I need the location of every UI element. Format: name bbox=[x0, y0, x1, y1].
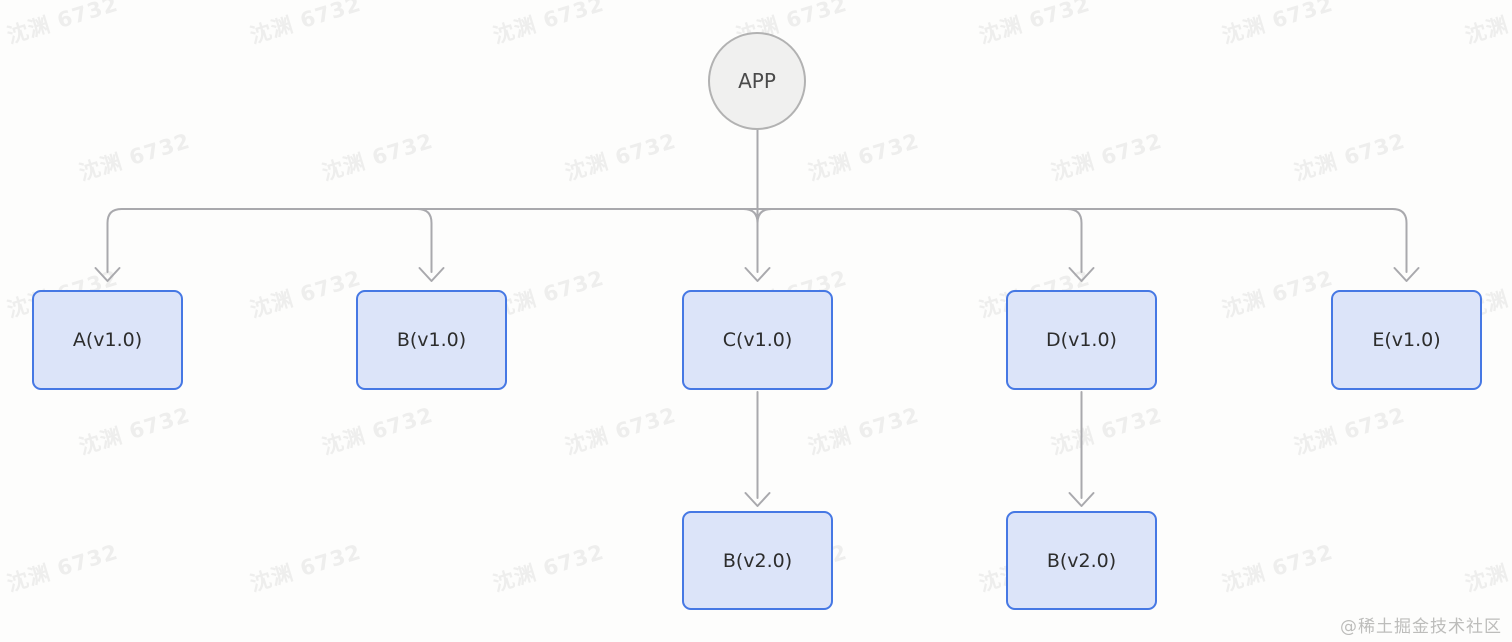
node-c-v1: C(v1.0) bbox=[682, 290, 833, 390]
node-app: APP bbox=[708, 32, 806, 130]
arrowhead-b bbox=[418, 267, 445, 282]
node-b-v2-under-c: B(v2.0) bbox=[682, 511, 833, 610]
node-b-v1-label: B(v1.0) bbox=[396, 329, 467, 351]
node-app-label: APP bbox=[738, 69, 776, 93]
node-b-v2-under-d-label: B(v2.0) bbox=[1046, 549, 1117, 572]
arrowhead-bv2-left bbox=[744, 492, 771, 507]
arrowhead-e bbox=[1393, 267, 1420, 282]
node-e-v1: E(v1.0) bbox=[1331, 290, 1482, 390]
node-a-v1: A(v1.0) bbox=[32, 290, 183, 390]
edge-drop-b bbox=[416, 208, 433, 273]
node-b-v2-under-d: B(v2.0) bbox=[1006, 511, 1157, 610]
watermark-credit: @稀土掘金技术社区 bbox=[1340, 617, 1502, 637]
arrowhead-bv2-right bbox=[1068, 492, 1095, 507]
edge-drop-d bbox=[1066, 208, 1083, 273]
node-a-v1-label: A(v1.0) bbox=[72, 329, 143, 351]
arrowhead-d bbox=[1068, 267, 1095, 282]
node-d-v1: D(v1.0) bbox=[1006, 290, 1157, 390]
arrowhead-a bbox=[94, 267, 121, 282]
node-b-v1: B(v1.0) bbox=[356, 290, 507, 390]
arrowhead-c bbox=[744, 267, 771, 282]
node-b-v2-under-c-label: B(v2.0) bbox=[722, 549, 793, 572]
edge-app-fillet-right bbox=[756, 208, 773, 224]
node-d-v1-label: D(v1.0) bbox=[1046, 329, 1117, 351]
node-e-v1-label: E(v1.0) bbox=[1372, 329, 1441, 351]
edge-app-fillet-left bbox=[742, 208, 759, 224]
node-c-v1-label: C(v1.0) bbox=[722, 329, 793, 351]
